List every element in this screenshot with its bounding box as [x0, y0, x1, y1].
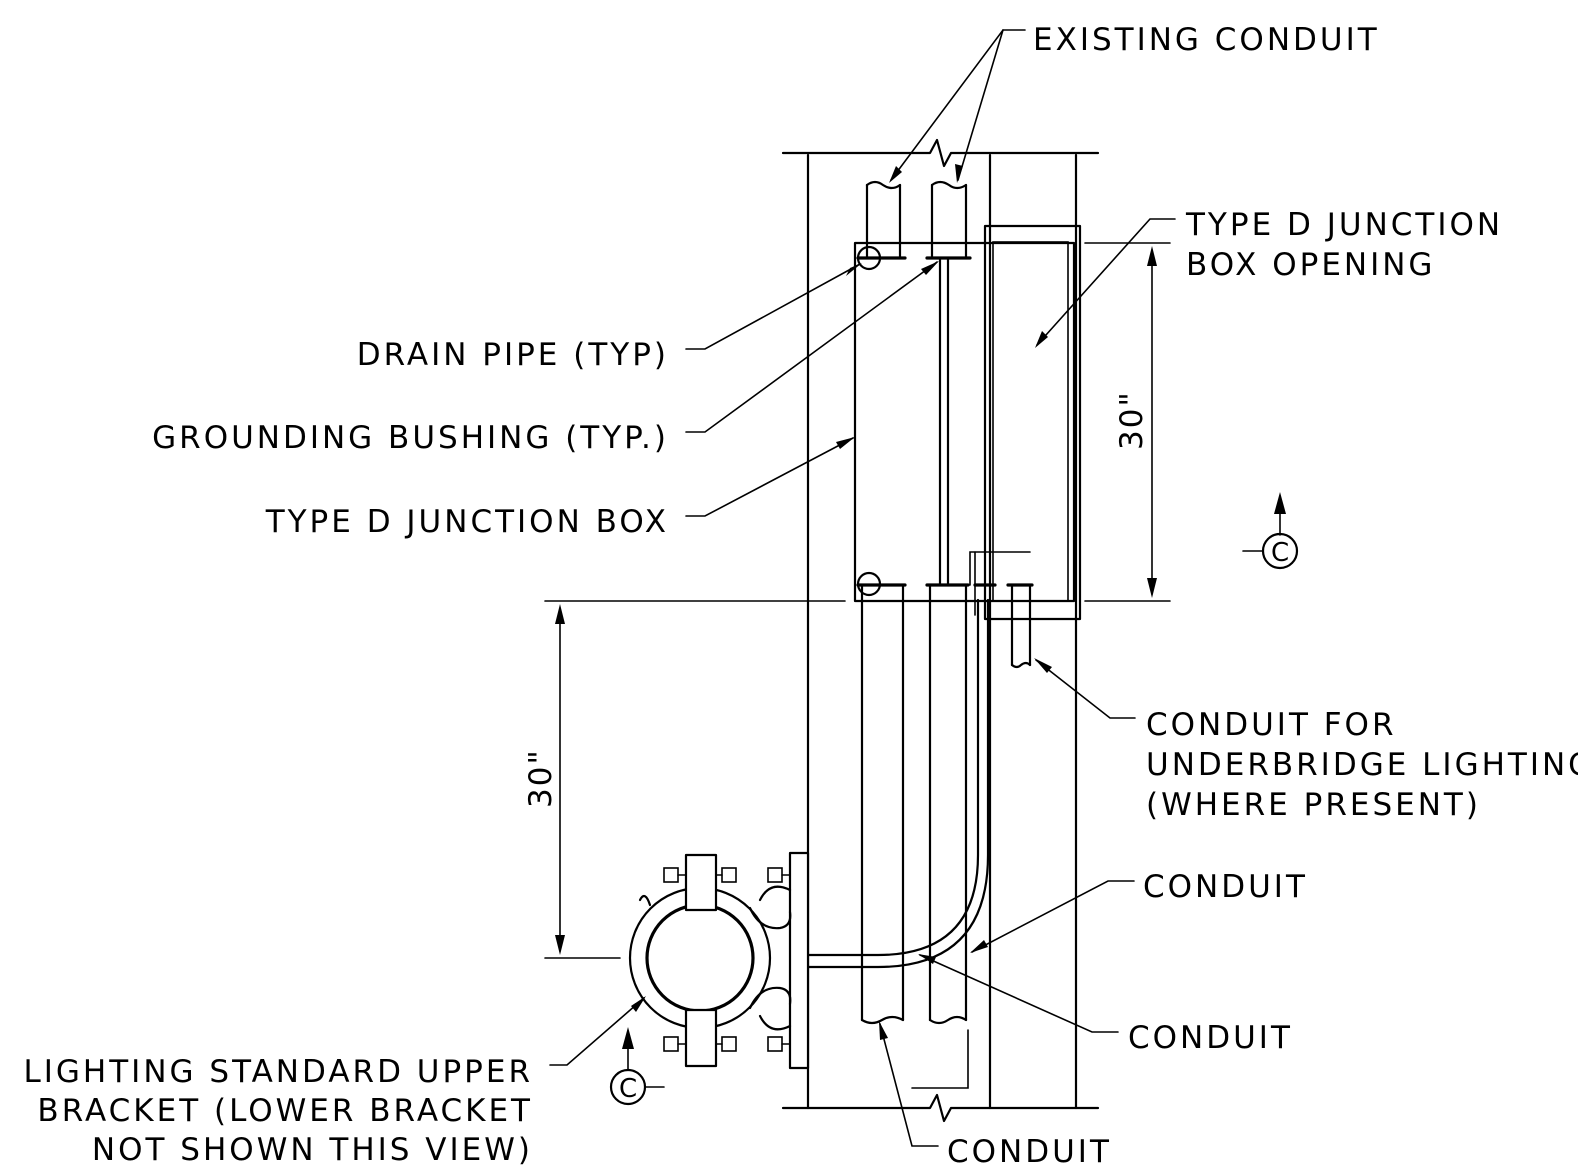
label-bracket-line3: NOT SHOWN THIS VIEW): [92, 1132, 533, 1168]
leader-lines: [549, 29, 1176, 1147]
label-bracket-line1: LIGHTING STANDARD UPPER: [24, 1054, 534, 1090]
section-mark-right-letter: C: [1271, 538, 1289, 568]
label-conduit-right-lower: CONDUIT: [1128, 1020, 1293, 1056]
label-bracket-line2: BRACKET (LOWER BRACKET: [37, 1093, 533, 1129]
label-underbridge-line1: CONDUIT FOR: [1146, 707, 1397, 743]
dimension-bracket-offset: [544, 600, 846, 959]
type-d-junction-box: [853, 224, 1082, 621]
label-existing-conduit: EXISTING CONDUIT: [1033, 22, 1380, 58]
dimension-box-height: [1084, 242, 1171, 602]
label-grounding-bushing: GROUNDING BUSHING (TYP.): [152, 420, 669, 456]
label-junction-box-opening-line1: TYPE D JUNCTION: [1185, 207, 1503, 243]
bolt-icon: [663, 867, 791, 1052]
dimension-label-bracket-offset: 30": [523, 748, 559, 808]
section-mark-left: [609, 1027, 665, 1106]
label-underbridge-line2: UNDERBRIDGE LIGHTING: [1146, 747, 1578, 783]
label-conduit-bottom: CONDUIT: [947, 1134, 1112, 1170]
dimension-label-box-height: 30": [1114, 390, 1150, 450]
section-mark-left-letter: C: [619, 1074, 637, 1104]
label-underbridge-line3: (WHERE PRESENT): [1146, 787, 1481, 823]
existing-conduits: [865, 180, 968, 260]
label-junction-box: TYPE D JUNCTION BOX: [265, 504, 669, 540]
label-junction-box-opening-line2: BOX OPENING: [1186, 247, 1435, 283]
lower-conduits: [806, 583, 1032, 1089]
section-mark-right: [1242, 492, 1299, 570]
lighting-standard-bracket: [628, 851, 810, 1070]
label-drain-pipe: DRAIN PIPE (TYP): [357, 337, 669, 373]
label-conduit-right-upper: CONDUIT: [1143, 869, 1308, 905]
